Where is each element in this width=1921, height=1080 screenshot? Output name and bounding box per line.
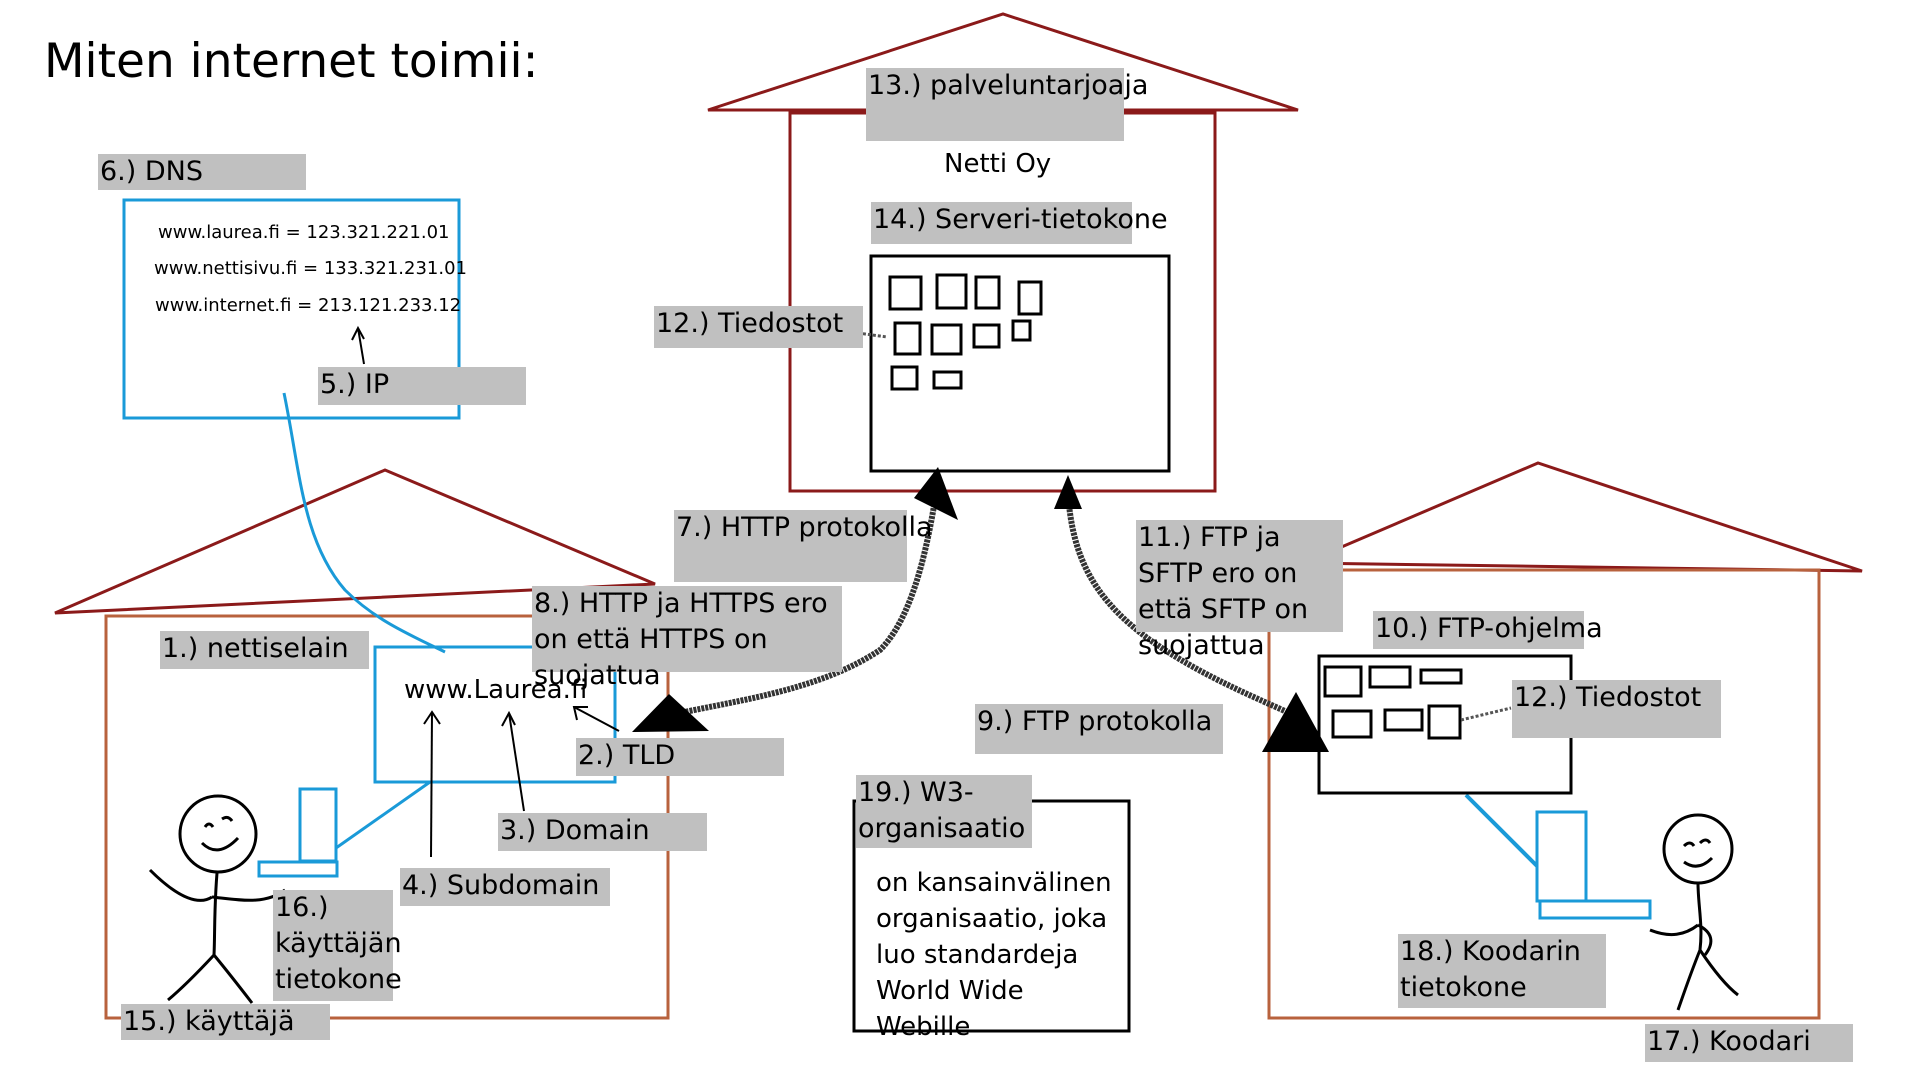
dns-connection-line [282,392,446,654]
dns-entry: www.nettisivu.fi = 133.321.231.01 [154,258,467,279]
label-ftp-program: 10.) FTP-ohjelma [1373,611,1603,649]
label-ftp-protocol: 9.) FTP protokolla [975,704,1223,754]
label-tld: 2.) TLD [576,738,784,776]
label-ip: 5.) IP [318,367,526,405]
label-provider: 13.) palveluntarjoaja [866,68,1148,141]
dns-box [122,198,461,420]
label-ftp-files: 12.) Tiedostot [1512,680,1721,738]
ftp-files-pointer [1460,706,1512,722]
url-arrows [351,325,620,858]
label-http-https: 8.) HTTP ja HTTPS ero on että HTTPS on s… [532,586,842,691]
browser-window [373,645,617,784]
label-user-computer: 16.) käyttäjän tietokone [273,890,402,1001]
user-computer-icon [257,780,431,878]
coder-house [1267,461,1863,1020]
ftp-connection [1066,504,1300,720]
label-domain: 3.) Domain [498,813,707,851]
page-title: Miten internet toimii: [44,34,539,89]
ftp-program-files [1323,665,1463,740]
ftp-arrow-program [1262,692,1329,752]
label-coder: 17.) Koodari [1645,1024,1853,1062]
label-dns: 6.) DNS [98,154,306,190]
label-user: 15.) käyttäjä [121,1004,330,1040]
ftp-arrow-server [1054,475,1082,509]
label-server-files: 12.) Tiedostot [654,306,863,348]
company-name: Netti Oy [944,149,1052,179]
user-stick-figure [148,794,286,1004]
browser-url: www.Laurea.fi [404,675,588,705]
http-connection [669,499,938,718]
server-computer [869,254,1171,473]
server-files [888,273,1043,391]
label-subdomain: 4.) Subdomain [400,868,610,906]
label-ftp-sftp: 11.) FTP ja SFTP ero on että SFTP on suo… [1136,520,1343,661]
coder-computer-icon [1464,793,1652,920]
dns-entry: www.internet.fi = 213.121.233.12 [155,295,462,316]
w3-description: on kansainvälinen organisaatio, joka luo… [876,868,1112,1042]
dns-entry: www.laurea.fi = 123.321.221.01 [158,222,450,243]
label-w3: 19.) W3-organisaatio [856,775,1032,848]
coder-stick-figure [1649,813,1739,1011]
label-coder-computer: 18.) Koodarin tietokone [1398,934,1606,1008]
http-arrow-server [914,467,958,520]
label-server: 14.) Serveri-tietokone [871,202,1168,244]
http-arrow-browser [632,694,709,732]
label-browser: 1.) nettiselain [160,631,369,669]
label-http-protocol: 7.) HTTP protokolla [674,510,933,582]
